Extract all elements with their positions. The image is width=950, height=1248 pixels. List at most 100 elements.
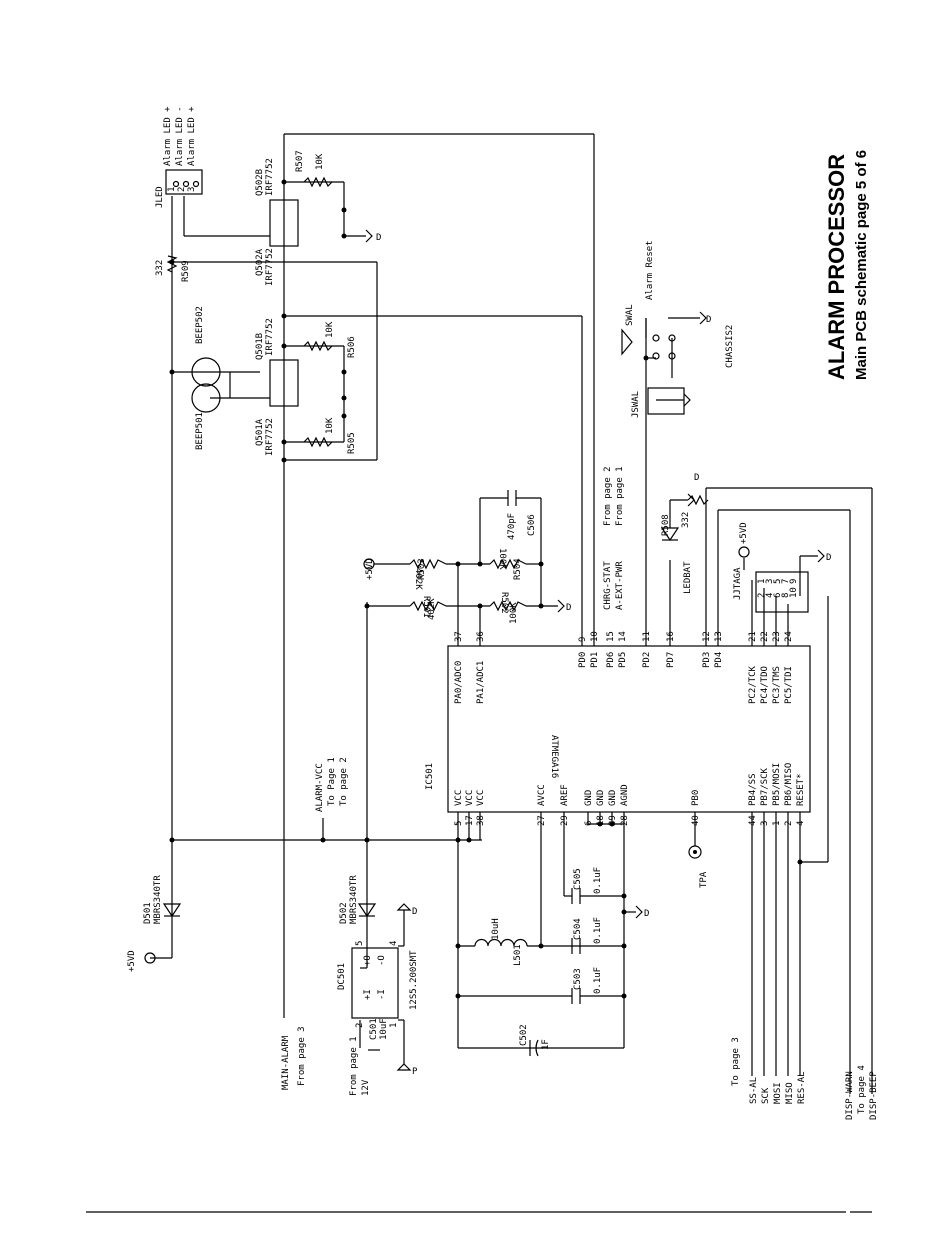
net-main-alarm: MAIN-ALARM [281, 1035, 291, 1090]
jled-pin-1: 1 [167, 187, 177, 192]
net-chrg-stat: CHRG-STAT [603, 561, 613, 610]
dc501-pinnum-1: 2 [355, 1023, 365, 1028]
ic501-bottom-pins: 5VCC17VCC38VCC27AVCC29AREF6GND18GND39GND… [454, 763, 806, 826]
jled-label-3: Alarm LED + [187, 106, 197, 166]
r502-ref: R502 [499, 592, 509, 614]
net-p: P [412, 1067, 418, 1077]
r503-value: 402K [413, 568, 423, 590]
ic501-pin-num-36: 36 [476, 631, 486, 642]
r501-ref: R501 [421, 596, 431, 618]
page-subtitle: Main PCB schematic page 5 of 6 [853, 150, 870, 380]
net-to-page1: To Page 1 [327, 757, 337, 806]
dc501-pin-2: -I [377, 989, 387, 1000]
dc501-pin-3: +O [363, 955, 373, 966]
ic501-pin-name-13: PD4 [714, 652, 724, 668]
ic501-pin-name-5: VCC [454, 790, 464, 806]
jtag-pin-2: 2 [757, 593, 767, 598]
net-5vd-3: +5VD [739, 522, 749, 544]
q502b-part: IRF7752 [265, 158, 275, 196]
q501b-part: IRF7752 [265, 318, 275, 356]
c504-ref: C504 [573, 918, 583, 940]
ic501-pin-name-21: PC2/TCK [748, 665, 758, 704]
dc501-pinnum-2: 1 [389, 1023, 399, 1028]
l501-ref: L501 [513, 944, 523, 966]
ic501-pin-name-28: AGND [620, 784, 630, 806]
r508-ref: R508 [661, 514, 671, 536]
net-tpa: TPA [699, 871, 709, 888]
net-mosi: MOSI [773, 1082, 783, 1104]
ic501-pin-num-40: 40 [691, 815, 701, 826]
c506-value: 470pF [507, 513, 517, 540]
r505-value: 10K [325, 417, 335, 434]
jled-pin-3: 3 [187, 187, 197, 192]
dc501-ref: DC501 [337, 963, 347, 990]
ic501-pin-num-39: 39 [608, 815, 618, 826]
ic501-pin-name-40: PB0 [691, 790, 701, 806]
c502-ref: C502 [519, 1024, 529, 1046]
ic501-pin-name-22: PC4/TDO [760, 666, 770, 704]
net-res-al: RES-AL [797, 1071, 807, 1104]
net-d-sw: D [706, 315, 711, 325]
c503-value: 0.1uF [593, 967, 603, 994]
ic501-pin-num-10: 10 [590, 631, 600, 642]
r506-ref: R506 [347, 336, 357, 358]
net-to-page3: To page 3 [731, 1037, 741, 1086]
jtag-pin-4: 4 [765, 593, 775, 598]
net-miso: MISO [785, 1082, 795, 1104]
jtag-pin-10: 10 [789, 587, 799, 598]
dc501-pin-1: +I [363, 989, 373, 1000]
q501a-ref: Q501A [255, 418, 265, 446]
r504-ref: R504 [513, 558, 523, 580]
d501-part: MBRS340TR [153, 875, 163, 924]
r504-value: 100K [497, 548, 507, 570]
r502-value: 100K [509, 602, 519, 624]
dc501-pinnum-3: 5 [355, 941, 365, 946]
c503-ref: C503 [573, 968, 583, 990]
ic501-pin-name-23: PC3/TMS [772, 666, 782, 704]
ic501-pin-name-18: GND [596, 790, 606, 806]
ic501-pin-num-28: 28 [620, 815, 630, 826]
ic501-pin-num-3: 3 [760, 821, 770, 826]
jtag-pin-1: 1 [757, 579, 767, 584]
ledbat-ref: LEDBAT [683, 561, 693, 594]
swal-label: Alarm Reset [645, 240, 655, 300]
jtag-pin-6: 6 [773, 593, 783, 598]
ic501-pin-name-16: PD7 [666, 652, 676, 668]
c502-value: 1F [541, 1039, 551, 1050]
ic501-pin-num-14: 14 [618, 631, 628, 642]
r509-value: 332 [155, 260, 165, 276]
net-alarm-vcc: ALARM-VCC [315, 763, 325, 812]
chassis-label: CHASSIS2 [725, 325, 735, 368]
r507-ref: R507 [295, 150, 305, 172]
net-disp-warn: DISP-WARN [845, 1071, 855, 1120]
jtag-ref: JJTAGA [733, 567, 743, 600]
net-d-jtag: D [826, 553, 831, 563]
ic501-pin-name-3: PB7/SCK [760, 767, 770, 806]
ic501-pin-num-1: 1 [772, 821, 782, 826]
c501-value: 10uF [379, 1018, 389, 1040]
c506-ref: C506 [527, 514, 537, 536]
components [144, 169, 825, 1071]
ic501-pin-name-1: PB5/MOSI [772, 763, 782, 806]
net-from-page1: From page 1 [615, 466, 625, 526]
net-12v: 12V [361, 1079, 371, 1096]
net-to-page4: To page 4 [857, 1065, 867, 1114]
net-ss-al: SS-AL [749, 1077, 759, 1104]
ic501-pin-num-29: 29 [560, 815, 570, 826]
l501-value: 10uH [491, 918, 501, 940]
labels: JLED Alarm LED + Alarm LED - Alarm LED +… [127, 106, 879, 1120]
ic501-pin-name-6: GND [584, 790, 594, 806]
jtag-pin-3: 3 [765, 579, 775, 584]
ic501-pin-num-44: 44 [748, 815, 758, 826]
ic501-pin-num-24: 24 [784, 631, 794, 642]
page-title: ALARM PROCESSOR [824, 154, 849, 380]
net-5vd-1: +5VD [127, 950, 137, 972]
ic501-pin-name-4: RESET* [796, 773, 806, 806]
beep501-label: BEEP501 [195, 412, 205, 450]
net-d-div: D [566, 603, 571, 613]
ic501-pin-num-2: 2 [784, 821, 794, 826]
ic501-pin-name-29: AREF [560, 784, 570, 806]
jtag-pin-8: 8 [781, 593, 791, 598]
ic501-top-pins: 37PA0/ADC036PA1/ADC19PD010PD115PD614PD51… [454, 631, 794, 704]
ic501-pin-name-14: PD5 [618, 652, 628, 668]
